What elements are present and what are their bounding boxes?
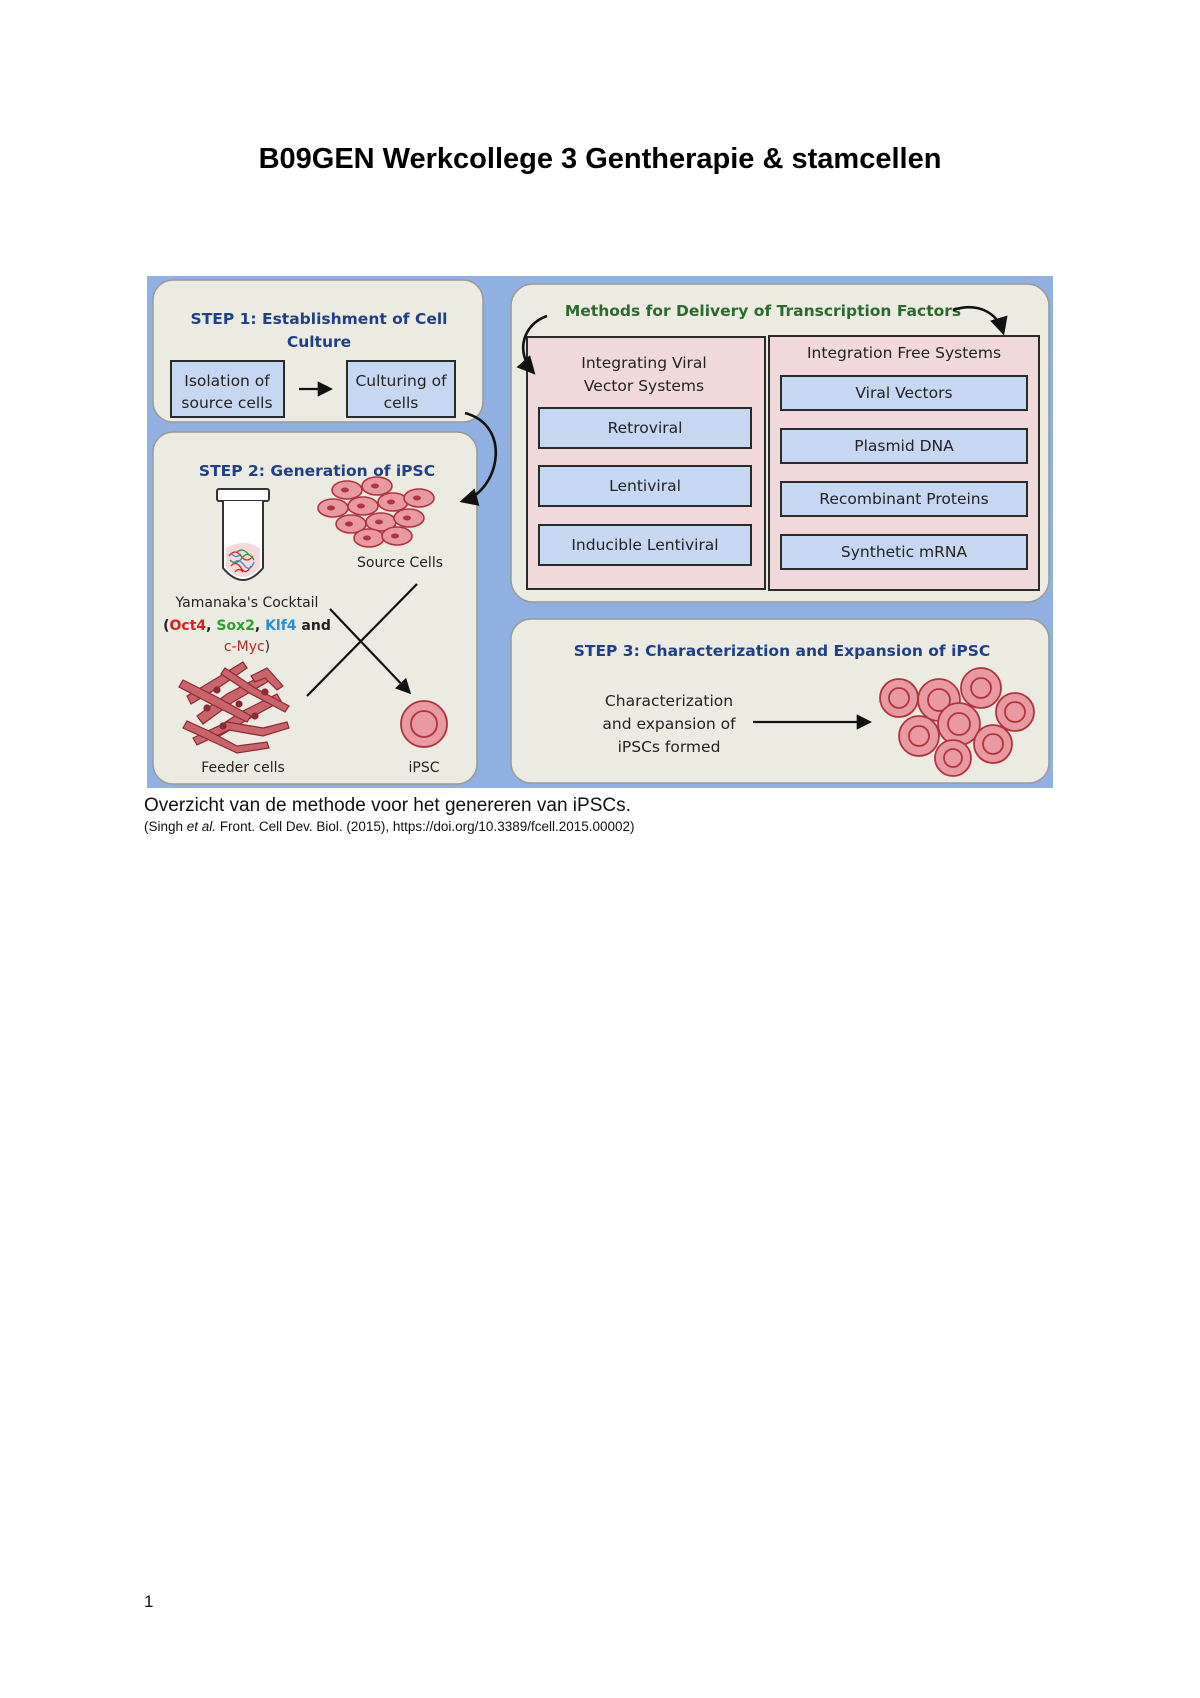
integrating-item-2: Inducible Lentiviral xyxy=(538,524,752,566)
cross-line-up xyxy=(306,583,418,697)
culturing-box xyxy=(346,360,456,418)
feeder-cells-label: Feeder cells xyxy=(201,760,285,776)
free-item-3: Synthetic mRNA xyxy=(780,534,1028,570)
integrating-item-label: Inducible Lentiviral xyxy=(571,536,718,554)
figure-source-reference: (Singh et al. Front. Cell Dev. Biol. (20… xyxy=(144,819,635,834)
document-title: B09GEN Werkcollege 3 Gentherapie & stamc… xyxy=(258,143,942,175)
step2-title: STEP 2: Generation of iPSC xyxy=(199,462,435,480)
step3-text-line3: iPSCs formed xyxy=(618,738,721,756)
page-number: 1 xyxy=(144,1592,154,1611)
step1-to-step2-arrow xyxy=(459,411,498,506)
ipsc-colony xyxy=(879,667,1035,777)
free-item-1: Plasmid DNA xyxy=(780,428,1028,464)
factor-cmyc: c-Myc xyxy=(224,639,265,655)
methods-panel: Methods for Delivery of Transcription Fa… xyxy=(510,283,1050,603)
ipsc-cell xyxy=(400,700,448,748)
step2-panel: STEP 2: Generation of iPSC Source Cells xyxy=(152,431,478,785)
isolation-line2: source cells xyxy=(181,394,272,412)
ipsc-method-figure: STEP 1: Establishment of Cell Culture Is… xyxy=(147,276,1053,788)
free-item-0: Viral Vectors xyxy=(780,375,1028,411)
source-prefix: (Singh xyxy=(144,819,187,834)
cocktail-line2: (Oct4, Sox2, Klf4 and xyxy=(163,618,331,634)
source-et-al: et al. xyxy=(186,819,217,834)
ipsc-label: iPSC xyxy=(409,760,440,776)
step3-title: STEP 3: Characterization and Expansion o… xyxy=(574,642,991,660)
cocktail-close: ) xyxy=(265,639,270,655)
step1-panel: STEP 1: Establishment of Cell Culture Is… xyxy=(152,279,484,423)
step1-title-line1: STEP 1: Establishment of Cell xyxy=(191,310,448,328)
cocktail-line1: Yamanaka's Cocktail xyxy=(175,595,319,611)
factor-klf4: Klf4 xyxy=(265,618,297,634)
integrating-item-label: Retroviral xyxy=(608,419,683,437)
factor-oct4: Oct4 xyxy=(170,618,207,634)
integrating-item-1: Lentiviral xyxy=(538,465,752,507)
step1-title-line2: Culture xyxy=(287,333,351,351)
free-item-2: Recombinant Proteins xyxy=(780,481,1028,517)
free-item-label: Synthetic mRNA xyxy=(841,543,968,561)
step3-panel: STEP 3: Characterization and Expansion o… xyxy=(510,618,1050,784)
cross-arrow-down xyxy=(329,608,412,695)
methods-title: Methods for Delivery of Transcription Fa… xyxy=(565,302,961,320)
step3-text-line1: Characterization xyxy=(605,692,733,710)
culturing-line2: cells xyxy=(384,394,419,412)
free-item-label: Recombinant Proteins xyxy=(819,490,988,508)
integration-free-title: Integration Free Systems xyxy=(807,344,1001,362)
integrating-item-0: Retroviral xyxy=(538,407,752,449)
isolation-line1: Isolation of xyxy=(184,372,270,390)
free-item-label: Plasmid DNA xyxy=(854,437,954,455)
integrating-item-label: Lentiviral xyxy=(609,477,681,495)
source-cells-label: Source Cells xyxy=(357,555,443,571)
sep1: , xyxy=(206,618,216,634)
methods-arrow-right xyxy=(952,305,1008,336)
culturing-line1: Culturing of xyxy=(355,372,447,390)
integrating-title-line2: Vector Systems xyxy=(584,377,704,395)
isolation-box xyxy=(170,360,285,418)
source-rest: Front. Cell Dev. Biol. (2015), https://d… xyxy=(216,819,635,834)
cocktail-line3: c-Myc) xyxy=(224,639,270,655)
figure-caption: Overzicht van de methode voor het genere… xyxy=(144,795,631,816)
cocktail-and: and xyxy=(297,618,331,634)
factor-sox2: Sox2 xyxy=(216,618,254,634)
step3-text-line2: and expansion of xyxy=(602,715,736,733)
free-item-label: Viral Vectors xyxy=(855,384,952,402)
test-tube-icon xyxy=(216,488,270,581)
methods-arrow-left xyxy=(516,314,548,375)
cocktail-open: ( xyxy=(163,618,169,634)
source-cells-cluster xyxy=(317,476,435,548)
feeder-cells-cluster xyxy=(178,661,290,754)
integrating-title-line1: Integrating Viral xyxy=(581,354,706,372)
sep2: , xyxy=(255,618,265,634)
